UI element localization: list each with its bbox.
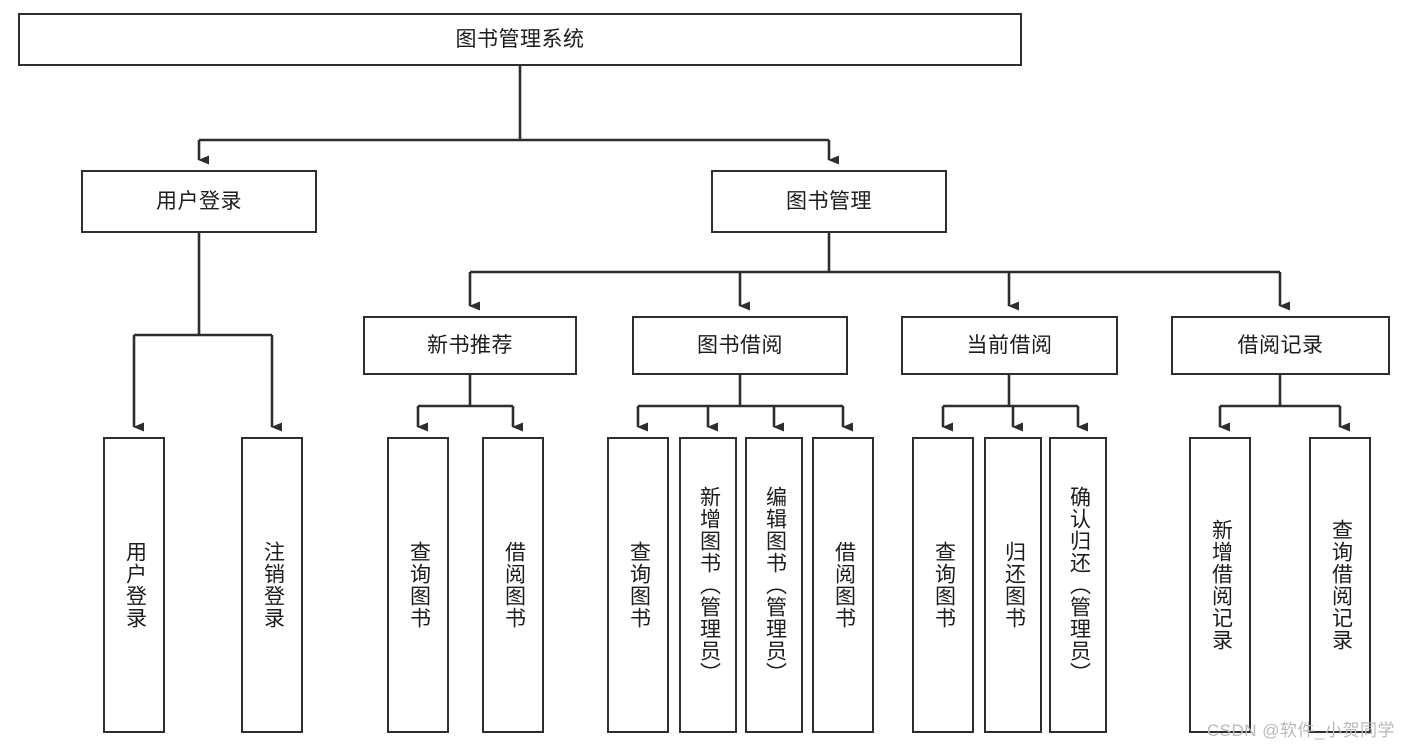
node-root-system[interactable]: 图书管理系统	[18, 13, 1022, 66]
csdn-watermark: CSDN @软件_小贺同学	[1206, 721, 1395, 740]
node-leaf-add-record[interactable]: 新增借阅记录	[1189, 437, 1251, 733]
node-user-login[interactable]: 用户登录	[81, 170, 317, 233]
node-leaf-borrow-book-2[interactable]: 借阅图书	[812, 437, 874, 733]
node-user-login-label: 用户登录	[156, 189, 242, 213]
node-root-label: 图书管理系统	[455, 27, 585, 51]
node-book-manage-label: 图书管理	[786, 189, 872, 213]
node-leaf-query-record-label: 查询借阅记录	[1329, 519, 1353, 651]
node-leaf-confirm-return[interactable]: 确认归还（管理员）	[1049, 437, 1107, 733]
node-leaf-query-book-1-label: 查询图书	[407, 541, 431, 629]
node-current-borrow[interactable]: 当前借阅	[901, 316, 1118, 375]
node-leaf-user-login[interactable]: 用户登录	[103, 437, 165, 733]
node-leaf-user-login-label: 用户登录	[123, 541, 147, 629]
node-leaf-query-book-2[interactable]: 查询图书	[607, 437, 669, 733]
node-book-borrow[interactable]: 图书借阅	[632, 316, 848, 375]
node-leaf-query-book-3-label: 查询图书	[932, 541, 956, 629]
node-leaf-add-book-label: 新增图书（管理员）	[697, 486, 721, 684]
node-leaf-edit-book[interactable]: 编辑图书（管理员）	[745, 437, 803, 733]
node-leaf-return-book-label: 归还图书	[1002, 541, 1026, 629]
node-leaf-query-book-1[interactable]: 查询图书	[387, 437, 449, 733]
node-leaf-add-record-label: 新增借阅记录	[1209, 519, 1233, 651]
node-leaf-confirm-return-label: 确认归还（管理员）	[1067, 486, 1091, 684]
node-leaf-return-book[interactable]: 归还图书	[984, 437, 1042, 733]
node-leaf-query-book-3[interactable]: 查询图书	[912, 437, 974, 733]
node-leaf-add-book[interactable]: 新增图书（管理员）	[679, 437, 737, 733]
node-leaf-borrow-book-1-label: 借阅图书	[502, 541, 526, 629]
node-book-borrow-label: 图书借阅	[697, 333, 783, 357]
node-leaf-query-book-2-label: 查询图书	[627, 541, 651, 629]
node-current-borrow-label: 当前借阅	[966, 333, 1053, 357]
node-borrow-record-label: 借阅记录	[1237, 333, 1324, 357]
node-new-book-rec-label: 新书推荐	[427, 333, 513, 357]
node-book-manage[interactable]: 图书管理	[711, 170, 947, 233]
node-borrow-record[interactable]: 借阅记录	[1171, 316, 1390, 375]
node-leaf-logout[interactable]: 注销登录	[241, 437, 303, 733]
node-leaf-query-record[interactable]: 查询借阅记录	[1309, 437, 1371, 733]
node-new-book-rec[interactable]: 新书推荐	[363, 316, 577, 375]
node-leaf-borrow-book-1[interactable]: 借阅图书	[482, 437, 544, 733]
node-leaf-borrow-book-2-label: 借阅图书	[832, 541, 856, 629]
node-leaf-edit-book-label: 编辑图书（管理员）	[763, 486, 787, 684]
node-leaf-logout-label: 注销登录	[261, 541, 285, 629]
